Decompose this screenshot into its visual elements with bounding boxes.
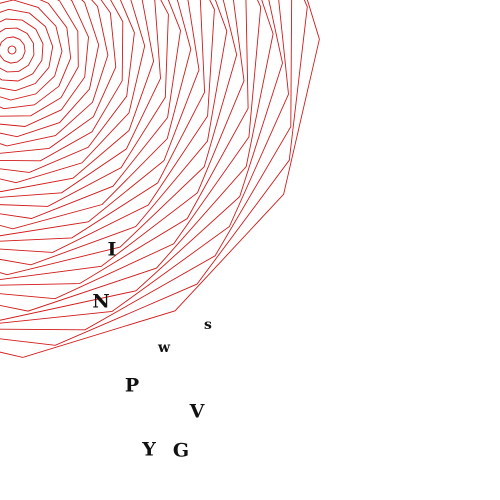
spiral-polygon <box>0 0 228 266</box>
spiral-polygon <box>0 0 215 253</box>
spiral-polygon <box>0 0 293 331</box>
spiral-polygon <box>0 0 169 207</box>
spiral-polygon <box>0 0 109 147</box>
glyph-Y: Y <box>142 438 156 461</box>
spiral-polygon <box>0 0 155 193</box>
glyph-I: I <box>107 238 117 261</box>
spiral-polygon <box>0 0 200 238</box>
spiral-polygon <box>0 0 63 101</box>
spiral-polygon <box>0 0 146 184</box>
spiral-polygon <box>0 0 72 110</box>
glyph-P: P <box>124 374 140 397</box>
spiral-polygon <box>0 0 289 327</box>
spiral-polygon <box>0 0 181 219</box>
spiral-polygon <box>0 0 79 117</box>
spiral-polygon <box>0 0 192 230</box>
spiral-polygon <box>0 0 206 244</box>
spiral-polygon <box>0 0 161 199</box>
glyph-s: s <box>204 317 212 333</box>
spiral-polygon <box>0 0 89 127</box>
spiral-polygon <box>0 8 54 92</box>
glyph-N: N <box>92 290 110 313</box>
spiral-polygon <box>7 45 17 55</box>
glyph-V: V <box>189 400 205 423</box>
spiral-polygon-group <box>0 0 320 358</box>
spiral-polygon <box>0 36 26 64</box>
glyph-w: w <box>157 340 171 356</box>
spiral-polygon <box>0 18 44 82</box>
spiral-polygon <box>0 27 35 73</box>
spiral-polygon <box>0 0 100 138</box>
spiral-polygon <box>0 0 135 173</box>
spiral-polygon <box>0 0 238 276</box>
spiral-polygon <box>0 0 124 162</box>
spiral-polygon <box>0 0 262 300</box>
glyph-G: G <box>172 439 190 462</box>
spiral-polygon <box>0 0 117 155</box>
spiral-polygon <box>0 0 283 321</box>
spiral-polygon <box>0 0 320 358</box>
spiral-polygon <box>0 0 308 346</box>
spiral-polygon <box>0 0 274 312</box>
